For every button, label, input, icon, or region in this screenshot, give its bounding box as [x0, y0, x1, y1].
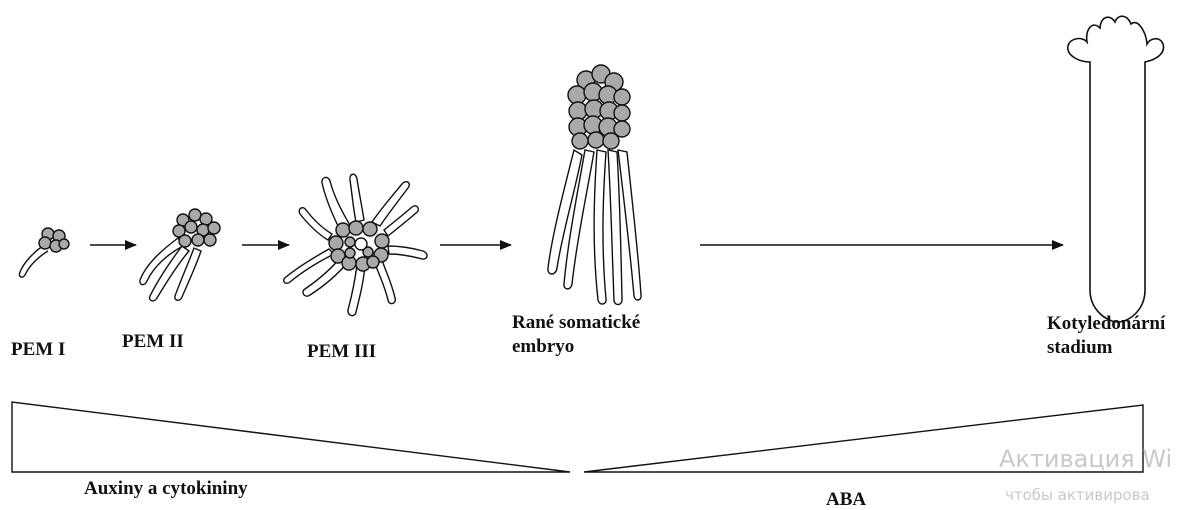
- activation-watermark-subtitle: чтобы активирова: [1005, 486, 1150, 504]
- early-embryo-label-line1: Rané somatické: [512, 312, 640, 333]
- embryo-cell-head: [568, 65, 630, 149]
- early-embryo-label-line2: embryo: [512, 336, 574, 357]
- activation-watermark-title: Активация Wi: [999, 445, 1172, 473]
- early-embryo-illustration: [548, 65, 641, 305]
- pem2-illustration: [140, 209, 220, 301]
- cotyledonary-label-line1: Kotyledonární: [1047, 313, 1165, 334]
- pem2-label: PEM II: [122, 331, 184, 352]
- pem2-cell-cluster: [173, 209, 220, 247]
- pem3-illustration: [284, 174, 427, 315]
- cotyledonary-label-line2: stadium: [1047, 337, 1112, 358]
- pem1-illustration: [19, 228, 69, 277]
- auxin-cytokinin-gradient-wedge: [12, 402, 570, 472]
- cotyledonary-illustration: [1068, 16, 1164, 322]
- auxin-cytokinin-label: Auxiny a cytokininy: [84, 478, 248, 499]
- pem3-label: PEM III: [307, 341, 376, 362]
- pem1-label: PEM I: [11, 339, 65, 360]
- pem3-center-hollow: [355, 238, 367, 250]
- pem1-cell-cluster: [39, 228, 69, 252]
- aba-label: ABA: [826, 489, 866, 510]
